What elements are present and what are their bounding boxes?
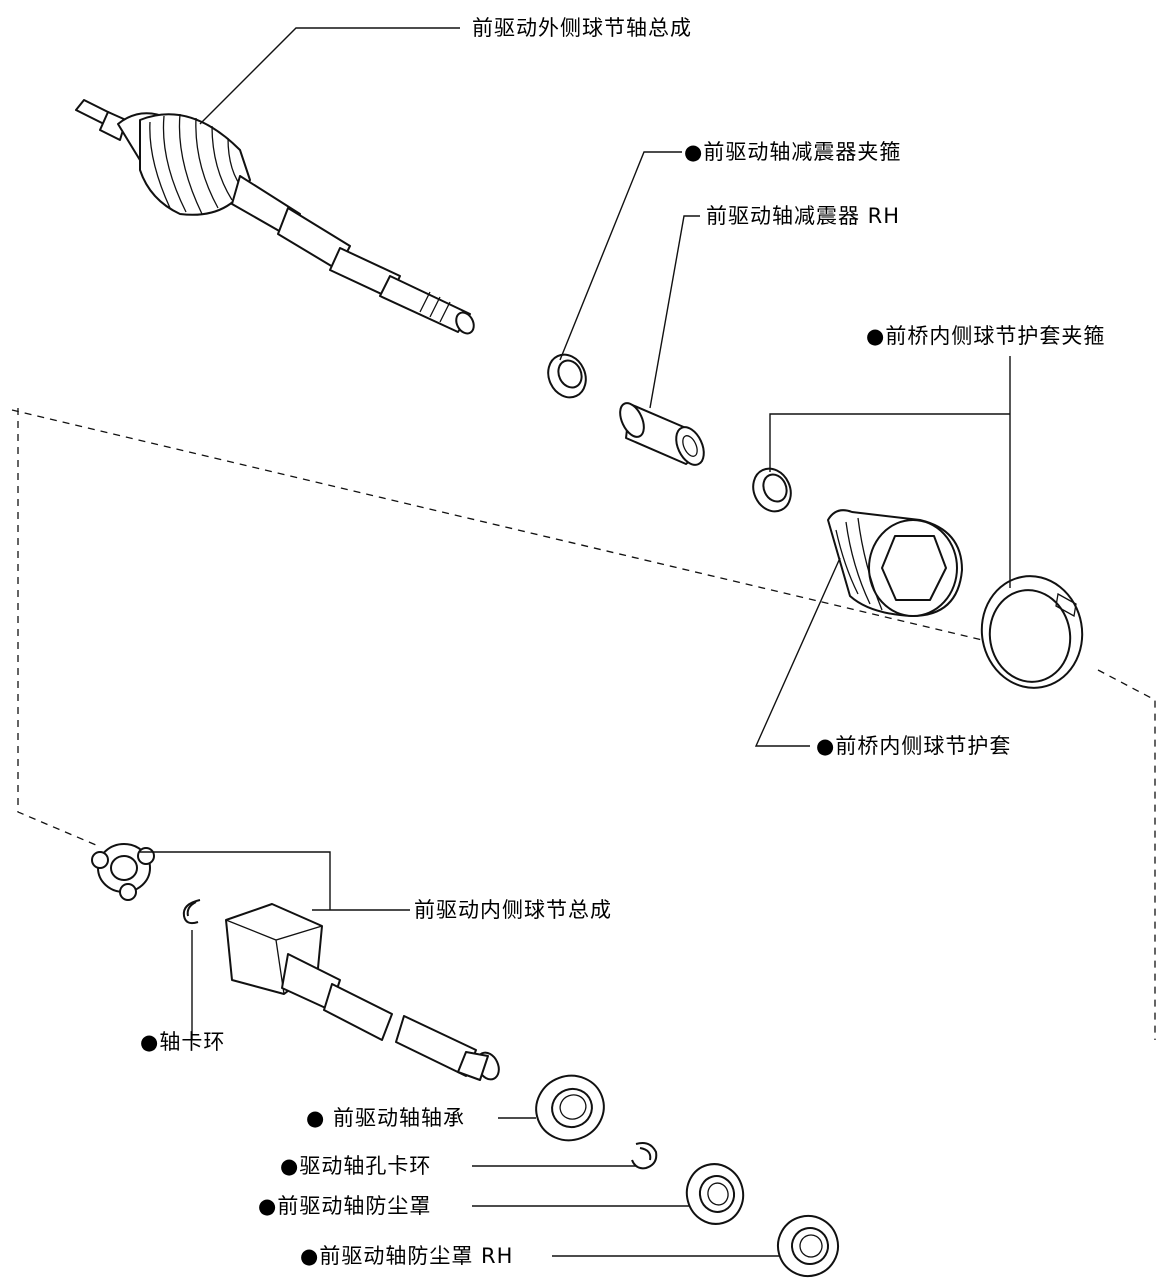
label-inner-joint-assy: 前驱动内侧球节总成 <box>414 898 612 922</box>
leader-line <box>140 851 410 911</box>
label-inner-boot: ●前桥内侧球节护套 <box>816 734 1012 758</box>
leader-line <box>754 557 841 747</box>
leader-line <box>649 215 700 409</box>
boot-icon <box>827 509 963 617</box>
label-damper-clamp: ●前驱动轴减震器夹箍 <box>684 140 902 164</box>
leader-line <box>769 356 1011 588</box>
snap-ring-icon <box>182 899 201 925</box>
label-dust-cover-rh: ●前驱动轴防尘罩 RH <box>300 1244 514 1268</box>
damper-icon <box>619 402 705 466</box>
label-dust-cover: ●前驱动轴防尘罩 <box>258 1194 432 1218</box>
label-damper-rh: 前驱动轴减震器 RH <box>706 204 901 228</box>
label-shaft-snap-ring: ●轴卡环 <box>140 1030 226 1054</box>
leader-line <box>199 27 460 125</box>
snap-ring-icon <box>631 1142 658 1170</box>
label-outer-joint-assy: 前驱动外侧球节轴总成 <box>472 16 692 40</box>
bearing-icon <box>535 1074 605 1142</box>
clamp-ring-icon <box>980 575 1084 689</box>
clamp-ring-icon <box>547 353 587 399</box>
inner-joint-shaft-icon <box>225 903 500 1081</box>
leader-line <box>559 151 682 361</box>
label-shaft-bearing: ● 前驱动轴轴承 <box>306 1106 465 1130</box>
label-hole-snap-ring: ●驱动轴孔卡环 <box>280 1154 432 1178</box>
label-inner-boot-clamp: ●前桥内侧球节护套夹箍 <box>866 324 1106 348</box>
dust-cover-icon <box>685 1163 745 1225</box>
outer-joint-shaft-icon <box>75 99 475 335</box>
dust-cover-icon <box>777 1215 839 1277</box>
clamp-ring-icon <box>752 467 792 513</box>
inner-group-boundary <box>11 408 1156 1040</box>
